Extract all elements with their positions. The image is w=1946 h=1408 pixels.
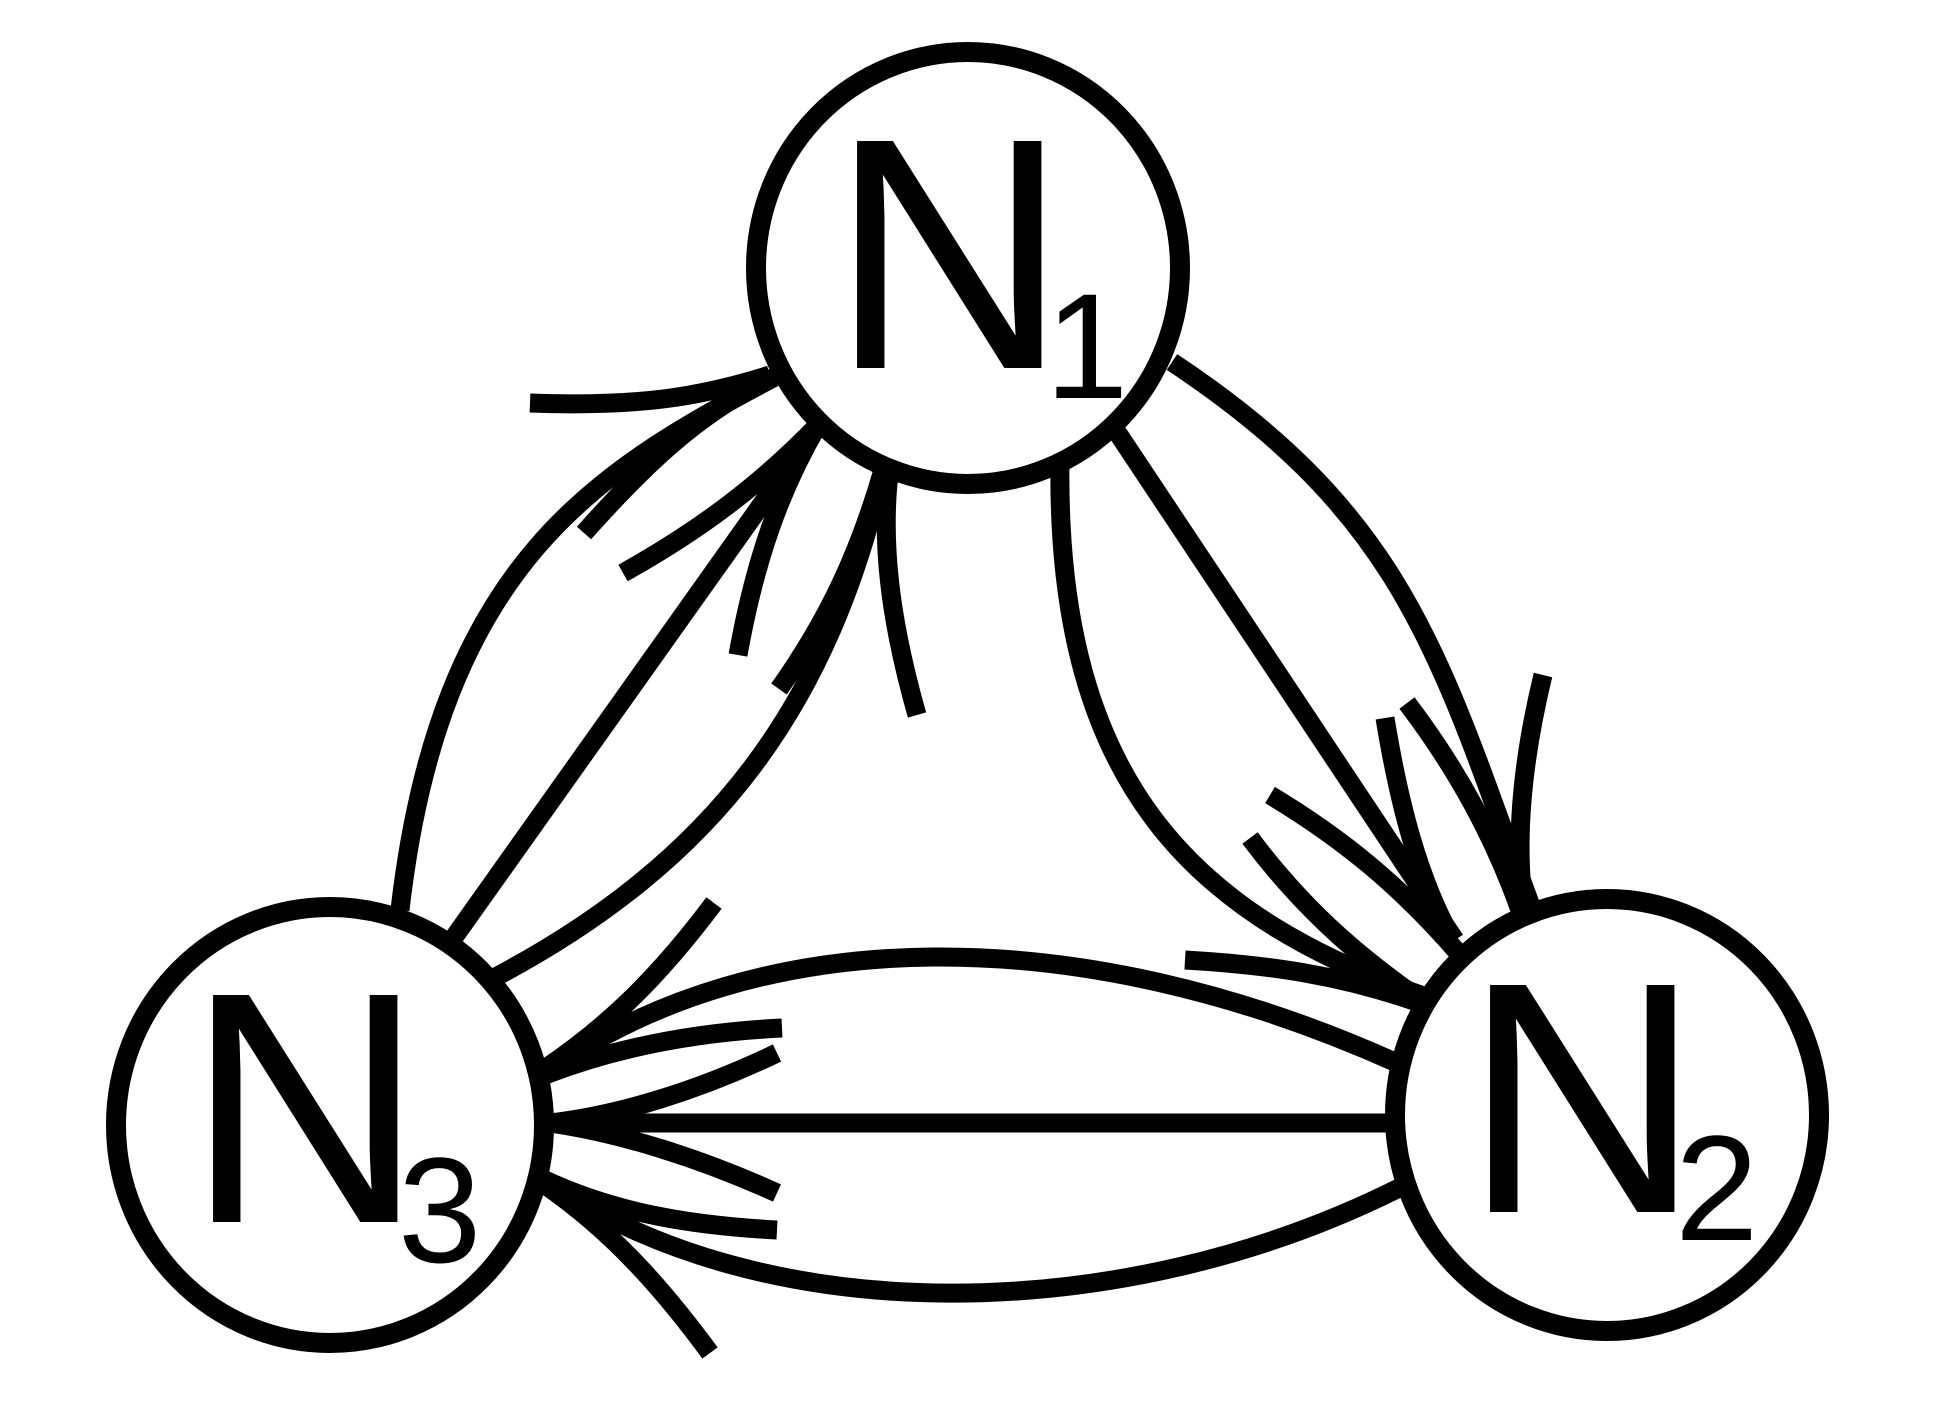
node-n2: N 2 [1385,889,1829,1341]
arrow-tick [1375,716,1459,940]
arrow-tick [539,1177,718,1359]
arrow-tick [876,463,927,718]
node-circle [746,42,1190,494]
node-n3: N 3 [106,897,554,1353]
edge-n1-n3-outer [390,369,778,912]
arrow-tick [548,1113,781,1202]
edge-n1-n2-outer [1166,354,1544,921]
node-n1: N 1 [746,42,1190,494]
arrowheads-at-n1 [529,365,927,718]
edge-n2-n3-upper [539,947,1401,1081]
node-circle [1385,889,1829,1341]
edge-n1-n2-straight [1109,426,1463,946]
node-label: N [186,923,424,1292]
arrow-tick [541,1018,783,1084]
edges-n1-n2 [1050,354,1544,1009]
arrowheads-at-n2 [1184,672,1553,1013]
edge-n1-n3-straight [437,419,826,956]
arrow-tick [1510,672,1553,917]
arrowheads-at-n3 [537,897,783,1359]
node-label: N [1463,913,1701,1282]
node-circle [106,897,554,1353]
edge-n2-n3-lower [539,1172,1410,1303]
arrow-tick [540,1171,778,1240]
edge-n1-n2-inner [1050,459,1439,1009]
arrow-tick [1399,697,1529,914]
node-label: N [830,69,1068,438]
arrow-tick [1265,786,1468,962]
edges-n2-n3 [539,947,1410,1303]
node-subscript: 2 [1675,1104,1758,1272]
node-subscript: 1 [1045,262,1128,430]
arrow-tick [1184,950,1424,1012]
arrow-tick [576,368,779,540]
node-subscript: 3 [398,1126,481,1294]
arrow-tick [771,467,893,695]
arrow-tick [537,897,722,1078]
arrow-tick [728,420,827,657]
